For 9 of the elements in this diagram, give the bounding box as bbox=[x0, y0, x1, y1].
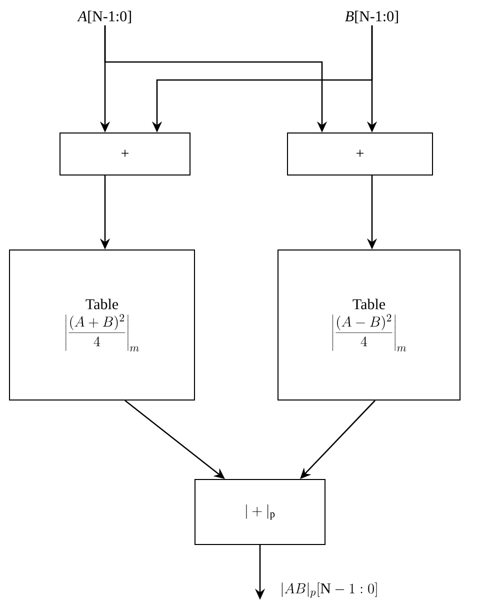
input-label: A[N-1:0] bbox=[77, 10, 131, 24]
input-label: B[N-1:0] bbox=[345, 10, 398, 24]
table-box: Table $\left|\frac{(A-B)^2}{4}\right|_m$ bbox=[278, 250, 460, 400]
modular-adder-box: $|+|_\mathrm{p}$ bbox=[194, 479, 326, 545]
table-box: Table $\left|\frac{(A+B)^2}{4}\right|_m$ bbox=[9, 250, 195, 400]
adder-box: + bbox=[287, 132, 433, 176]
adder-box: + bbox=[60, 132, 190, 176]
arrow bbox=[300, 400, 376, 479]
output-label: $|AB|_p[\mathrm{N}-1:0]$ bbox=[282, 582, 377, 598]
